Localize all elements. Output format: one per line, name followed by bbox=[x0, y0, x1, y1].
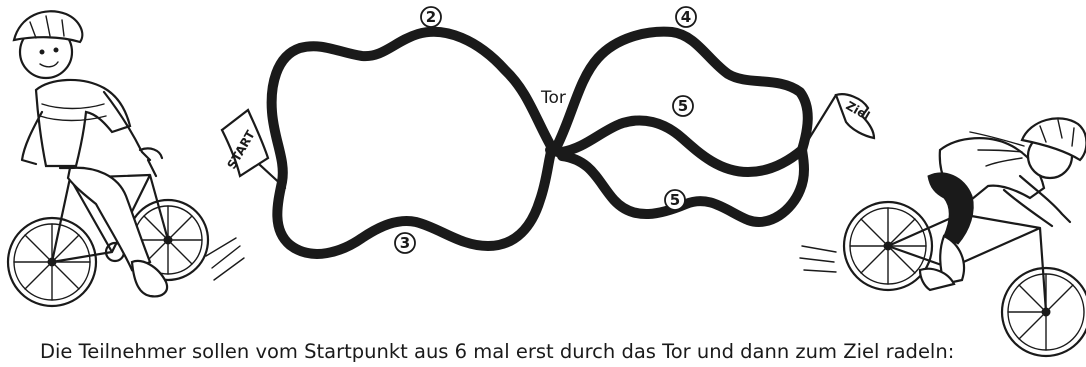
route-network bbox=[266, 26, 813, 259]
route-number-1: 2 bbox=[420, 6, 442, 28]
route-5 bbox=[557, 145, 809, 227]
finish-flag-icon: Ziel bbox=[800, 93, 876, 152]
cyclist-right-illustration bbox=[799, 117, 1086, 358]
svg-text:2: 2 bbox=[426, 8, 436, 26]
svg-text:5: 5 bbox=[670, 191, 680, 209]
route-number-markers: 2 3 4 5 5 bbox=[394, 6, 697, 254]
svg-text:3: 3 bbox=[400, 234, 410, 252]
route-3 bbox=[550, 26, 813, 155]
gate-connector bbox=[545, 145, 571, 159]
route-number-3: 4 bbox=[675, 6, 697, 28]
route-number-4: 5 bbox=[672, 95, 694, 117]
start-flag-icon: START bbox=[220, 108, 287, 190]
instruction-text: Die Teilnehmer sollen vom Startpunkt aus… bbox=[40, 340, 955, 363]
svg-text:5: 5 bbox=[678, 97, 688, 115]
gate-label: Tor bbox=[540, 88, 566, 108]
svg-text:4: 4 bbox=[681, 8, 691, 26]
route-4 bbox=[557, 115, 807, 177]
route-number-5: 5 bbox=[664, 189, 686, 211]
cyclist-left-illustration bbox=[6, 10, 245, 308]
route-left-loop bbox=[266, 26, 557, 259]
route-number-2: 3 bbox=[394, 232, 416, 254]
